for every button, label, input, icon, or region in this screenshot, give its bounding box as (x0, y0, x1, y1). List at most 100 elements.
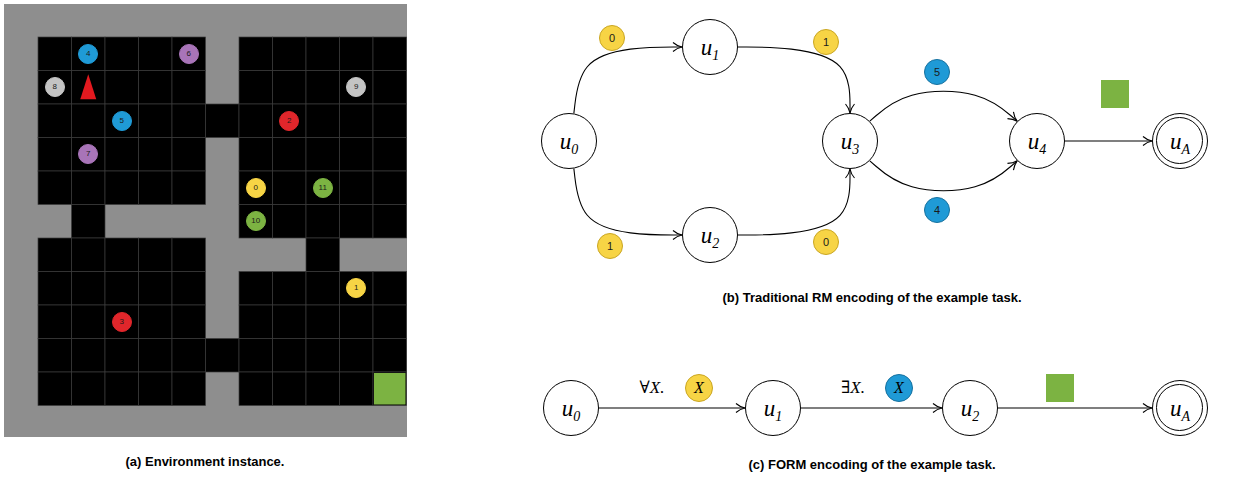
floor-cell (38, 238, 72, 272)
floor-cell (172, 71, 206, 105)
floor-cell (72, 305, 106, 339)
state-circle: u4 (1009, 113, 1065, 169)
state-index: 1 (712, 48, 719, 63)
object-marker-text: 10 (251, 217, 260, 225)
floor-cell (306, 238, 340, 272)
floor-cell (172, 305, 206, 339)
goal-square (374, 373, 406, 405)
floor-cell (306, 71, 340, 105)
accepting-ring (1156, 117, 1203, 164)
floor-cell (172, 272, 206, 306)
floor-cell (239, 71, 273, 105)
object-marker-text: 2 (287, 117, 291, 125)
floor-cell (72, 205, 106, 239)
floor-cell (306, 305, 340, 339)
state-index: 1 (775, 409, 782, 424)
subfigure-caption: (c) FORM encoding of the example task. (748, 458, 995, 472)
object-marker: 2 (279, 111, 299, 131)
floor-cell (38, 138, 72, 172)
state-letter: u (562, 396, 574, 421)
transition-arrow (801, 407, 942, 408)
floor-cell (239, 104, 273, 138)
floor-cell (239, 272, 273, 306)
state-letter: u (764, 396, 776, 421)
floor-cell (172, 339, 206, 373)
transition-arrow (738, 47, 850, 113)
floor-cell (105, 272, 139, 306)
floor-cell (340, 71, 374, 105)
state-circle: u2 (682, 207, 738, 263)
agent-triangle (80, 74, 96, 99)
floor-cell (239, 339, 273, 373)
transition-arrow (998, 407, 1152, 408)
floor-cell (373, 339, 407, 373)
floor-cell (172, 238, 206, 272)
floor-cell (72, 71, 106, 105)
state-name: uA (1170, 397, 1190, 420)
variable-token: X (885, 374, 913, 402)
state-index: 0 (571, 142, 578, 157)
floor-cell (105, 171, 139, 205)
state-index: 2 (712, 236, 719, 251)
floor-cell (306, 272, 340, 306)
floor-cell (72, 37, 106, 71)
floor-cell (373, 138, 407, 172)
floor-cell (306, 205, 340, 239)
floor-cell (239, 171, 273, 205)
variable-token-text: X (894, 380, 904, 396)
object-marker: 8 (45, 77, 65, 97)
event-token-text: 0 (609, 33, 615, 44)
floor-cell (373, 305, 407, 339)
state-letter: u (961, 396, 973, 421)
state-index: 2 (972, 409, 979, 424)
event-token: 0 (813, 229, 839, 255)
floor-cell (172, 372, 206, 406)
state-letter: u (701, 35, 713, 60)
event-token: 1 (597, 233, 623, 259)
event-token-text: 5 (934, 67, 940, 78)
floor-cell (306, 37, 340, 71)
transition-arrow (599, 407, 745, 408)
state-name: u2 (961, 397, 980, 420)
floor-cell (139, 37, 173, 71)
floor-cell (340, 272, 374, 306)
floor-cell (72, 372, 106, 406)
floor-cell (72, 171, 106, 205)
floor-cell (72, 272, 106, 306)
floor-cell (172, 138, 206, 172)
floor-cell (273, 37, 307, 71)
state-name: u0 (562, 397, 581, 420)
floor-cell (340, 305, 374, 339)
floor-cell (340, 339, 374, 373)
state-name: u1 (701, 36, 720, 59)
floor-cell (105, 238, 139, 272)
floor-cell (105, 37, 139, 71)
state-letter: u (1170, 396, 1182, 421)
floor-cell (273, 71, 307, 105)
transition-arrow (1065, 140, 1152, 141)
state-index: A (1181, 409, 1190, 424)
floor-cell (38, 305, 72, 339)
object-marker: 10 (246, 211, 266, 231)
floor-cell (139, 171, 173, 205)
state-letter: u (1028, 129, 1040, 154)
quantifier-label: ∃X. (839, 379, 867, 398)
transition-arrow (738, 169, 850, 235)
floor-cell (273, 339, 307, 373)
state-name: u1 (764, 397, 783, 420)
floor-cell (306, 104, 340, 138)
floor-cell (373, 205, 407, 239)
floor-cell (139, 71, 173, 105)
object-marker: 11 (313, 178, 333, 198)
object-marker: 3 (112, 312, 132, 332)
floor-cell (139, 104, 173, 138)
floor-cell (139, 339, 173, 373)
state-circle: u2 (942, 380, 998, 436)
floor-cell (105, 339, 139, 373)
floor-cell (306, 171, 340, 205)
object-marker-text: 1 (354, 284, 358, 292)
object-marker: 9 (346, 77, 366, 97)
